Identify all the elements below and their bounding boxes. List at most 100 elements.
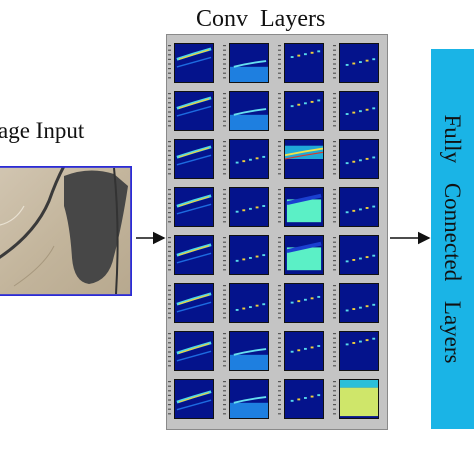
feature-map-pattern: [235, 155, 266, 164]
feature-map-tile: [174, 91, 214, 131]
feature-map-tile: [174, 187, 214, 227]
feature-map-tile: [229, 43, 269, 83]
feature-map-pattern: [345, 254, 376, 263]
feature-map-tile: [174, 139, 214, 179]
feature-map-pattern: [290, 394, 321, 402]
feature-map-tile: [284, 379, 324, 419]
feature-map-pattern: [290, 99, 321, 108]
image-input-label: age Input: [0, 118, 85, 143]
tile-tick-marks: [278, 141, 281, 175]
tile-tick-marks: [168, 381, 171, 415]
feature-map-tile: [284, 91, 324, 131]
tile-tick-marks: [278, 381, 281, 415]
tile-tick-marks: [278, 45, 281, 79]
feature-map-pattern: [230, 108, 268, 130]
feature-map-tile: [174, 283, 214, 323]
feature-map-pattern: [235, 303, 266, 311]
feature-map-pattern: [345, 58, 376, 66]
conv-layers-panel: [166, 34, 388, 430]
feature-map-pattern: [290, 345, 321, 353]
tile-tick-marks: [333, 381, 336, 415]
tile-tick-marks: [278, 285, 281, 319]
tile-tick-marks: [223, 93, 226, 127]
tile-tick-marks: [278, 189, 281, 223]
feature-map-pattern: [230, 396, 268, 418]
feature-map-pattern: [176, 47, 212, 68]
feature-map-tile: [339, 235, 379, 275]
feature-map-tile: [229, 283, 269, 323]
feature-map-pattern: [176, 341, 212, 362]
feature-map-pattern: [230, 348, 268, 370]
tile-tick-marks: [168, 189, 171, 223]
fully-connected-label: Fully Connected Layers: [440, 114, 465, 364]
tile-tick-marks: [333, 45, 336, 79]
feature-map-pattern: [345, 337, 376, 346]
feature-map-tile: [284, 139, 324, 179]
feature-map-tile: [229, 235, 269, 275]
feature-map-pattern: [345, 107, 376, 115]
tile-tick-marks: [278, 237, 281, 271]
feature-map-tile: [339, 331, 379, 371]
tile-tick-marks: [333, 237, 336, 271]
feature-map-pattern: [345, 303, 376, 312]
feature-map-tile: [229, 331, 269, 371]
feature-map-tile: [229, 187, 269, 227]
fully-connected-box: [431, 49, 474, 429]
tile-tick-marks: [278, 93, 281, 127]
feature-map-tile: [174, 379, 214, 419]
feature-map-tile: [339, 187, 379, 227]
tile-tick-marks: [223, 237, 226, 271]
feature-map-tile: [339, 283, 379, 323]
tile-tick-marks: [168, 93, 171, 127]
feature-map-tile: [174, 235, 214, 275]
feature-map-tile: [339, 139, 379, 179]
feature-map-pattern: [176, 390, 212, 411]
tile-tick-marks: [223, 381, 226, 415]
feature-map-tile: [284, 43, 324, 83]
feature-map-tile: [229, 139, 269, 179]
feature-map-tile: [284, 187, 324, 227]
feature-map-pattern: [345, 205, 376, 214]
feature-map-tile: [284, 331, 324, 371]
feature-map-pattern: [345, 156, 376, 165]
feature-map-pattern: [340, 380, 378, 417]
feature-map-tile: [339, 379, 379, 419]
feature-map-tile: [174, 331, 214, 371]
feature-map-pattern: [285, 145, 323, 160]
feature-map-tile: [229, 379, 269, 419]
tile-tick-marks: [168, 333, 171, 367]
tile-tick-marks: [333, 141, 336, 175]
feature-map-tile: [339, 43, 379, 83]
tile-tick-marks: [333, 189, 336, 223]
tile-tick-marks: [223, 141, 226, 175]
tile-tick-marks: [223, 333, 226, 367]
feature-map-pattern: [286, 193, 322, 223]
feature-map-pattern: [176, 243, 212, 264]
tile-tick-marks: [278, 333, 281, 367]
feature-map-pattern: [230, 60, 268, 82]
feature-map-pattern: [176, 292, 212, 313]
tile-tick-marks: [333, 333, 336, 367]
feature-map-pattern: [176, 194, 212, 215]
feature-map-pattern: [235, 205, 266, 213]
feature-map-pattern: [290, 50, 321, 58]
tile-tick-marks: [168, 141, 171, 175]
tile-tick-marks: [223, 189, 226, 223]
conv-layers-title: Conv Layers: [196, 6, 326, 32]
feature-map-pattern: [176, 145, 212, 166]
input-image: [0, 166, 132, 296]
feature-map-tile: [174, 43, 214, 83]
tile-tick-marks: [168, 285, 171, 319]
feature-map-tile: [339, 91, 379, 131]
feature-map-pattern: [235, 254, 266, 262]
feature-map-pattern: [290, 295, 321, 304]
feature-map-pattern: [176, 96, 212, 117]
tile-tick-marks: [223, 285, 226, 319]
tile-tick-marks: [168, 237, 171, 271]
feature-map-tile: [284, 283, 324, 323]
tile-tick-marks: [168, 45, 171, 79]
tile-tick-marks: [333, 285, 336, 319]
tile-tick-marks: [223, 45, 226, 79]
tile-tick-marks: [333, 93, 336, 127]
feature-map-pattern: [286, 241, 322, 271]
